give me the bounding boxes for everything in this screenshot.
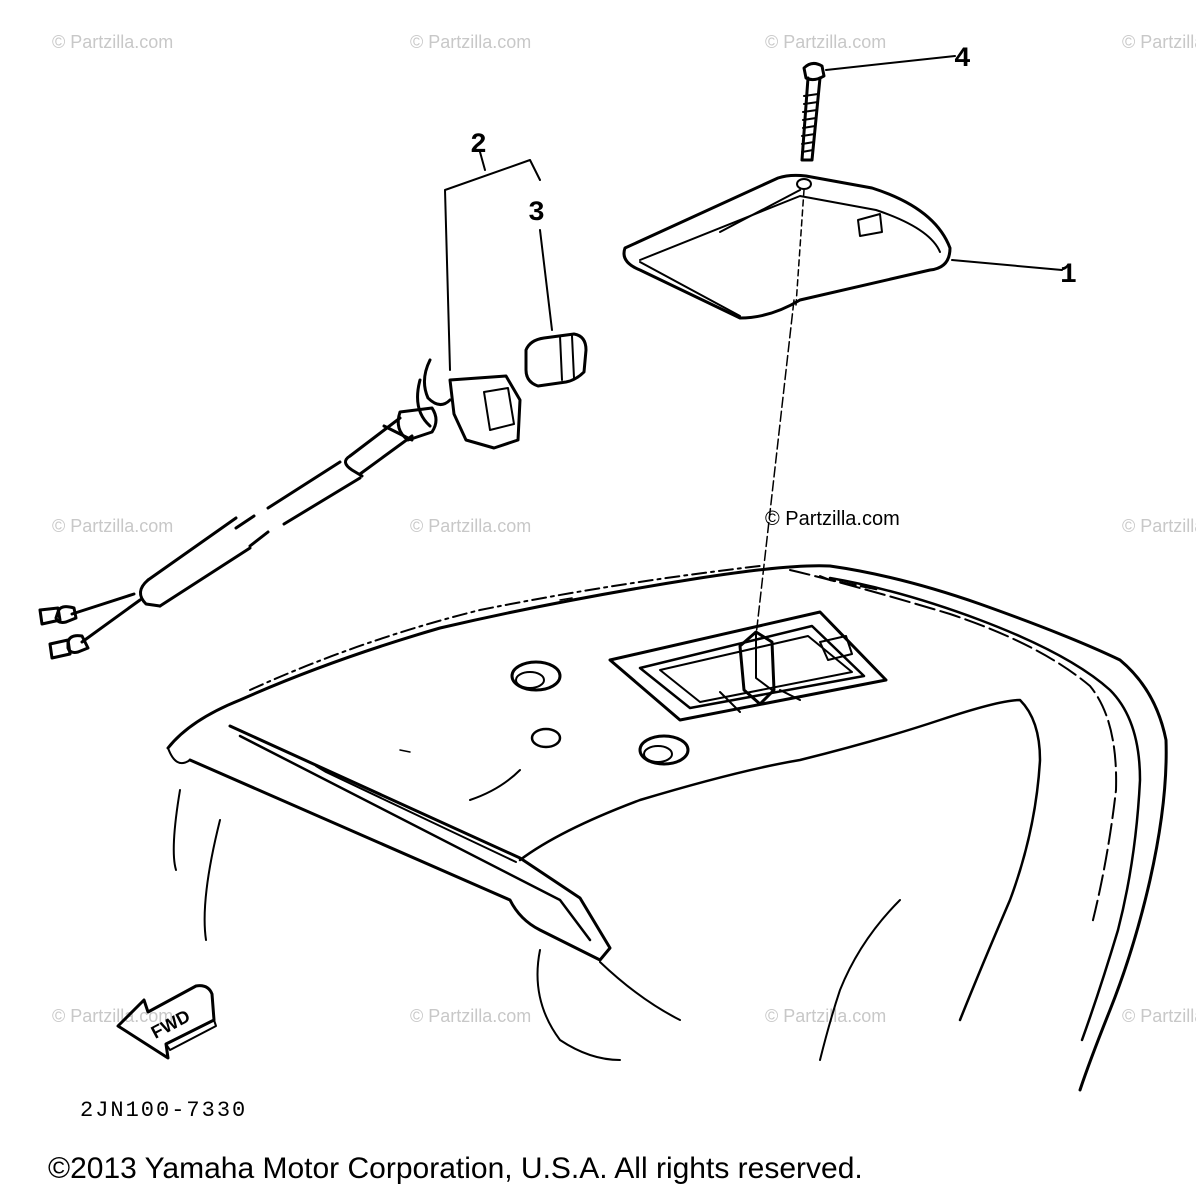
watermark: © Partzilla.com [1122, 1006, 1196, 1026]
watermark: © Partzilla.com [765, 32, 886, 52]
watermark: © Partzilla.com [410, 1006, 531, 1026]
watermark: © Partzilla.com [1122, 32, 1196, 52]
watermark-main: © Partzilla.com [765, 508, 900, 530]
watermark: © Partzilla.com [410, 516, 531, 536]
watermark: © Partzilla.com [52, 1006, 173, 1026]
part-2-3-callout-bracket [444, 151, 553, 371]
watermark-layer: © Partzilla.com © Partzilla.com © Partzi… [52, 32, 1196, 1026]
diagram-code: 2JN100-7330 [80, 1098, 247, 1123]
watermark: © Partzilla.com [410, 32, 531, 52]
part-1-lens-cover [622, 173, 1063, 320]
callout-2: 2 [470, 130, 487, 161]
watermark: © Partzilla.com [52, 516, 173, 536]
callout-4: 4 [954, 44, 971, 75]
part-2-socket-harness [38, 358, 522, 660]
watermark: © Partzilla.com [1122, 516, 1196, 536]
callout-3: 3 [528, 198, 545, 229]
watermark: © Partzilla.com [52, 32, 173, 52]
part-3-bulb [524, 332, 588, 388]
copyright-notice: ©2013 Yamaha Motor Corporation, U.S.A. A… [48, 1152, 863, 1185]
watermark: © Partzilla.com [765, 1006, 886, 1026]
part-4-screw [800, 55, 956, 162]
rear-fender [166, 299, 1168, 1092]
callout-1: 1 [1060, 260, 1077, 291]
